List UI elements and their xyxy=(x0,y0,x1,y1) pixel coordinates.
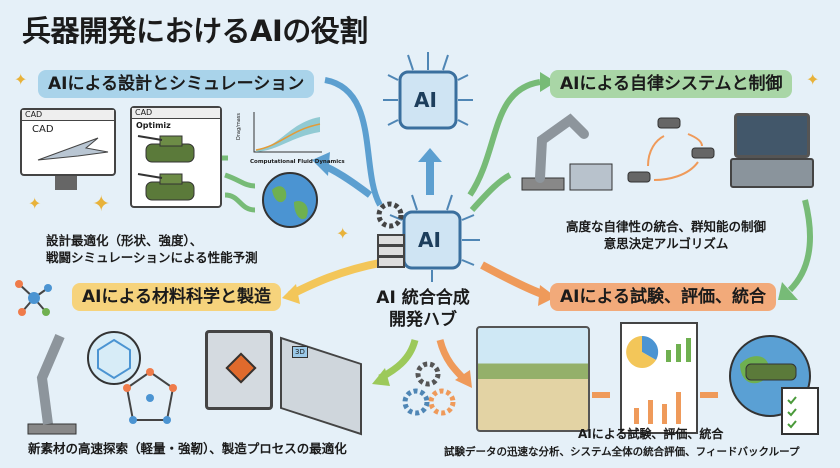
testing-description: 試験データの迅速な分析、システム全体の統合評価、フィードバックループ xyxy=(444,446,800,458)
autonomy-description-line2: 意思決定アルゴリズム xyxy=(603,236,729,251)
gears-icon xyxy=(402,361,456,416)
drone-swarm-icon xyxy=(627,117,715,183)
testing-caption: AIによる試験、評価、統合 xyxy=(578,427,724,441)
section-label-autonomy: AIによる自律システムと制御 xyxy=(550,70,793,98)
globe-tank-checklist-icon xyxy=(729,335,819,435)
optimization-label: Optimiz xyxy=(136,121,171,130)
page-title: 兵器開発におけるAIの役割 xyxy=(22,14,368,48)
sparkle-icon: ✦ xyxy=(14,70,28,89)
arrow-head xyxy=(312,152,330,176)
arrow-hub-to-autonomy xyxy=(467,79,541,197)
control-console-panel xyxy=(730,158,814,188)
cad-monitor: CAD CAD xyxy=(20,108,116,176)
ai-chip-hub-label: AI xyxy=(418,228,441,252)
sparkle-icon: ✦ xyxy=(806,70,820,89)
test-range-illustration xyxy=(476,326,590,432)
design-description: 設計最適化（形状、強度）、 戦闘シミュレーションによる性能予測 xyxy=(46,232,258,266)
jet-icon xyxy=(37,137,109,161)
cad-window-title: CAD xyxy=(22,110,114,121)
hub-label: AI 統合合成 開発ハブ xyxy=(368,287,478,331)
cfd-chart-ylabel: Drag/mass xyxy=(236,113,242,140)
arrow-hub-to-testing xyxy=(480,261,547,299)
section-label-design: AIによる設計とシミュレーション xyxy=(38,70,315,98)
cad-label: CAD xyxy=(32,124,54,135)
hub-label-line2: 開発ハブ xyxy=(389,310,457,330)
globe-icon xyxy=(262,172,318,228)
robot-arm-icon xyxy=(521,113,613,191)
design-description-line1: 設計最適化（形状、強度）、 xyxy=(46,233,203,248)
hub-label-line1: AI 統合合成 xyxy=(376,288,470,308)
design-description-line2: 戦闘シミュレーションによる性能予測 xyxy=(46,250,258,265)
3d-printer-icon xyxy=(205,330,273,410)
tank-icons xyxy=(137,135,195,201)
control-console-screen xyxy=(734,113,810,158)
gear-and-database-icon xyxy=(376,201,405,268)
section-label-materials: AIによる材料科学と製造 xyxy=(72,283,281,311)
optimization-window-title: CAD xyxy=(132,108,220,119)
analytics-report-icon xyxy=(620,322,698,434)
ai-chip-top xyxy=(383,52,473,130)
autonomy-description-line1: 高度な自律性の統合、群知能の制御 xyxy=(566,219,767,234)
3d-badge: 3D xyxy=(292,346,308,358)
cfd-chart-xlabel: Computational Fluid Dynamics xyxy=(250,159,345,165)
materials-description: 新素材の高速探索（軽量・強靭）、製造プロセスの最適化 xyxy=(28,441,347,456)
autonomy-description: 高度な自律性の統合、群知能の制御 意思決定アルゴリズム xyxy=(566,218,766,252)
network-bubble-icon xyxy=(87,331,141,385)
ai-chip-label: AI xyxy=(414,88,437,112)
printed-part-icon xyxy=(225,352,257,384)
monitor-stand xyxy=(55,176,77,190)
sparkle-icon: ✦ xyxy=(336,224,350,243)
sparkle-icon: ✦ xyxy=(92,192,111,217)
molecule-icon xyxy=(15,280,52,316)
sparkle-icon: ✦ xyxy=(28,194,42,213)
microscope-icon xyxy=(27,334,77,435)
arrow-design-to-hub xyxy=(324,77,383,207)
cfd-chart xyxy=(253,112,322,153)
lattice-icon xyxy=(123,368,177,424)
section-label-testing: AIによる試験、評価、統合 xyxy=(550,283,776,311)
optimization-window: CAD Optimiz xyxy=(130,106,222,208)
